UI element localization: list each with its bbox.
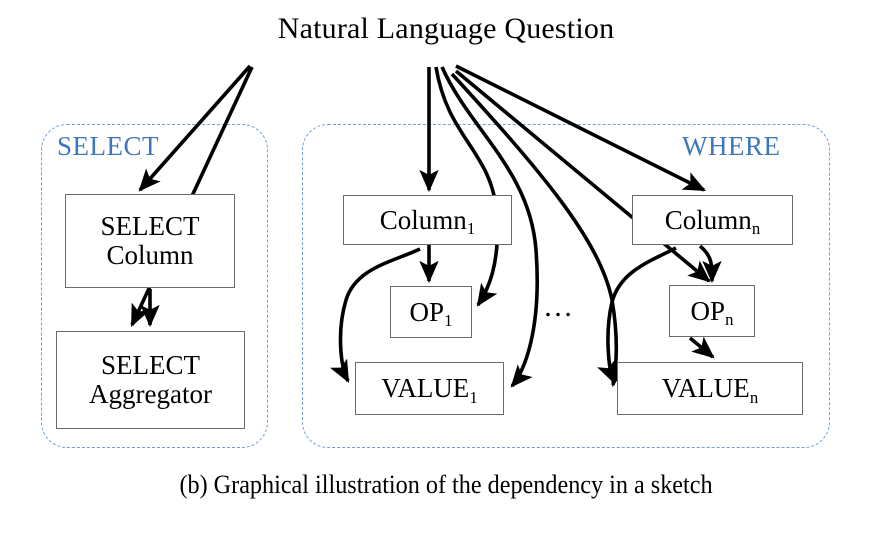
node-op-n-label: OP	[690, 295, 726, 326]
group-label-select: SELECT	[57, 131, 159, 161]
edge-question-to-column-n	[455, 64, 706, 192]
node-select-column-line2: Column	[106, 240, 194, 270]
node-column-n[interactable]: Columnn	[632, 195, 793, 245]
node-value-1-label: VALUE	[381, 373, 470, 404]
edge-question-to-op-1	[434, 66, 500, 307]
node-select-aggregator[interactable]: SELECT Aggregator	[56, 331, 245, 429]
node-op-1-label: OP	[409, 296, 445, 327]
node-op-n-subscript: n	[725, 310, 734, 330]
node-column-n-subscript: n	[751, 219, 761, 239]
node-value-n-subscript: n	[749, 387, 759, 407]
ellipsis-between-clauses: …	[543, 290, 574, 323]
node-select-aggregator-line2: Aggregator	[89, 379, 212, 409]
figure-caption: (b) Graphical illustration of the depend…	[179, 470, 713, 499]
node-value-n[interactable]: VALUEn	[617, 362, 803, 415]
node-op-n[interactable]: OPn	[669, 285, 755, 337]
node-column-n-label: Column	[664, 204, 752, 235]
edge-question-to-value-1	[440, 66, 539, 388]
edge-question-to-op-n	[454, 69, 711, 283]
node-select-aggregator-line1: SELECT	[101, 350, 200, 381]
edge-question-to-select-column	[138, 64, 252, 192]
node-value-1[interactable]: VALUE1	[355, 362, 504, 415]
node-op-1-subscript: 1	[444, 311, 453, 331]
node-column-1-subscript: 1	[466, 219, 476, 239]
node-value-1-subscript: 1	[469, 387, 478, 407]
node-select-column-line1: SELECT	[100, 211, 200, 242]
node-op-1[interactable]: OP1	[390, 286, 472, 338]
node-column-1-label: Column	[379, 204, 467, 235]
edge-question-to-value-n	[450, 72, 627, 388]
edge-column-n-to-value-n	[597, 246, 677, 384]
group-where	[302, 124, 830, 448]
node-select-column[interactable]: SELECT Column	[65, 194, 235, 288]
figure-title: Natural Language Question	[277, 12, 615, 45]
node-value-n-label: VALUE	[661, 373, 750, 404]
edge-op-n-to-value-n	[688, 336, 715, 359]
node-column-1[interactable]: Column1	[343, 195, 512, 245]
group-select	[41, 124, 268, 448]
edge-column-n-to-op-n	[698, 244, 722, 284]
group-label-where: WHERE	[682, 131, 781, 161]
edge-column-1-to-value-1	[329, 247, 421, 383]
